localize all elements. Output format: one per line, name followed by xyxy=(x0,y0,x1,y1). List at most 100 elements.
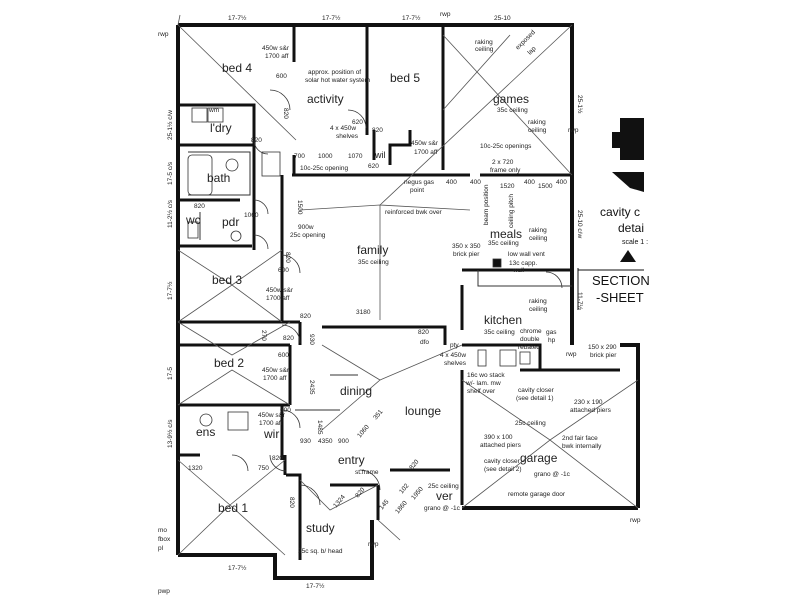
rwp-label: rwp xyxy=(630,517,641,524)
dims-d600c: 600 xyxy=(278,352,289,359)
room-wc: wc xyxy=(185,213,201,227)
dims-d820g: 820 xyxy=(418,329,429,336)
notes-raking1b: ceiling xyxy=(475,46,494,53)
dims-d820f: 820 xyxy=(300,313,311,320)
room-wm: wm xyxy=(208,107,219,114)
notes-gas2: hp xyxy=(548,337,556,344)
notes-stframe1: st.frame xyxy=(355,469,379,476)
dims-d820a: 820 xyxy=(282,108,289,119)
thin-lines xyxy=(188,151,572,411)
room-bed4: bed 4 xyxy=(222,61,252,75)
dims-d1500: 1500 xyxy=(538,183,553,190)
rwp-label: rwp xyxy=(566,351,577,358)
dims-d1000: 1000 xyxy=(318,153,333,160)
notes-bed4-robe2: 1700 aff xyxy=(265,53,289,60)
dims-bottom1: 17-7½ xyxy=(228,564,247,572)
dims-d400d: 400 xyxy=(556,179,567,186)
dims-d820j: 820 xyxy=(288,497,295,508)
side-cut1: mo xyxy=(158,527,167,534)
left-cut-labels: mo fbox pl xyxy=(158,527,171,552)
notes-frame2: frame only xyxy=(490,167,521,174)
notes-raking1: raking xyxy=(475,39,493,46)
room-labels: bed 4 activity bed 5 games l'dry bath wc… xyxy=(185,61,558,535)
dims-d700: 700 xyxy=(294,153,305,160)
room-garage: garage xyxy=(520,451,558,465)
notes-chrome1: chrome xyxy=(520,328,542,335)
rwp-label: rwp xyxy=(440,11,451,18)
notes-fairface1: 2nd fair face xyxy=(562,435,598,442)
cavity-detail-label: cavity c xyxy=(600,205,640,219)
notes-bed2-robe2: 1700 aff xyxy=(263,375,287,382)
dims-d820h: 820 xyxy=(283,335,294,342)
notes-fairface2: bwk internally xyxy=(562,443,602,450)
interior-walls xyxy=(178,25,620,560)
shower xyxy=(261,151,281,177)
room-meals: meals xyxy=(490,227,522,241)
room-kitchen: kitchen xyxy=(484,313,522,327)
dims-d1060: 1060 xyxy=(244,212,259,219)
notes-raking2: raking xyxy=(528,119,546,126)
room-bed5: bed 5 xyxy=(390,71,420,85)
dims-d4350: 4350 xyxy=(318,438,333,445)
dims-left2: 17-5 c/s xyxy=(167,161,174,185)
dims-d1520: 1520 xyxy=(500,183,515,190)
dims-d2435: 2435 xyxy=(308,380,315,395)
notes-gas1: gas xyxy=(546,329,557,336)
notes-shelves4: shelves xyxy=(444,360,467,367)
dims-d820b: 820 xyxy=(372,127,383,134)
pwp-label: pwp xyxy=(158,588,170,595)
room-ens: ens xyxy=(196,425,215,439)
notes-frame1: 2 x 720 xyxy=(492,159,514,166)
room-family: family xyxy=(357,243,388,257)
room-study: study xyxy=(306,521,335,535)
dims-d820i: 820 xyxy=(272,455,283,462)
room-entry: entry xyxy=(338,453,365,467)
notes-dfo: dfo xyxy=(420,339,429,346)
notes-opening-1025: 10c-25c opening xyxy=(300,165,348,172)
dims-d900: 900 xyxy=(338,438,349,445)
dims-d270: 270 xyxy=(260,330,267,341)
dims-right1: 25-1½ xyxy=(576,95,584,114)
notes-closer1: cavity closer xyxy=(518,387,555,394)
notes-wir-robe: 450w s&r xyxy=(258,412,286,419)
dims-d820c: 820 xyxy=(251,137,262,144)
dims-d820d: 820 xyxy=(194,203,205,210)
detail-label: detai xyxy=(618,221,644,235)
notes-att1: 230 x 190 xyxy=(574,399,603,406)
notes-lowwall: low wall vent xyxy=(508,251,545,258)
dims-d600b: 600 xyxy=(278,267,289,274)
notes-closer4: (see detail 2) xyxy=(484,466,522,473)
notes-pier1: 150 x 290 xyxy=(588,344,617,351)
notes-chrome2: double xyxy=(520,336,540,343)
room-wir-ens: wir xyxy=(263,427,279,441)
room-pty: pty xyxy=(450,342,459,349)
notes-chrome3: rebated xyxy=(518,344,540,351)
dims-d600d: 600 xyxy=(280,407,291,414)
notes-bed3-robe2: 1700 aff xyxy=(266,295,290,302)
notes-raking2b: ceiling xyxy=(528,127,547,134)
doors xyxy=(231,89,563,506)
notes-opening900-2: 25c opening xyxy=(290,232,326,239)
notes-raking3b: ceiling xyxy=(529,235,548,242)
room-games: games xyxy=(493,92,529,106)
notes-study-ceiling: 25c sq. b/ head xyxy=(298,548,343,555)
dims-d750: 750 xyxy=(258,465,269,472)
dims-left3: 11-2½ c/s xyxy=(166,199,174,228)
notes-beam: beam position xyxy=(483,184,490,225)
notes-stack1: 16c wo stack xyxy=(467,372,505,379)
rwp-label: rwp xyxy=(368,541,379,548)
notes-openings1: 10c-25c openings xyxy=(480,143,532,150)
notes-grano1: grano @ -1c xyxy=(534,471,571,478)
basin-icon xyxy=(225,158,239,172)
side-cut2: fbox xyxy=(158,536,171,543)
notes-wir-robe2: 1700 aff xyxy=(259,420,283,427)
notes-bed5-robe: 450w s&r xyxy=(411,140,439,147)
dims-left1: 25-1½ c/w xyxy=(166,110,174,140)
notes-att4: attached piers xyxy=(480,442,522,449)
notes-att3: 390 x 100 xyxy=(484,434,513,441)
notes-att2: attached piers xyxy=(570,407,612,414)
dims-top3: 17-7½ xyxy=(402,14,421,22)
dims-left5: 17-5 xyxy=(167,367,174,380)
small-room-labels: wm wil pty xyxy=(208,107,459,349)
